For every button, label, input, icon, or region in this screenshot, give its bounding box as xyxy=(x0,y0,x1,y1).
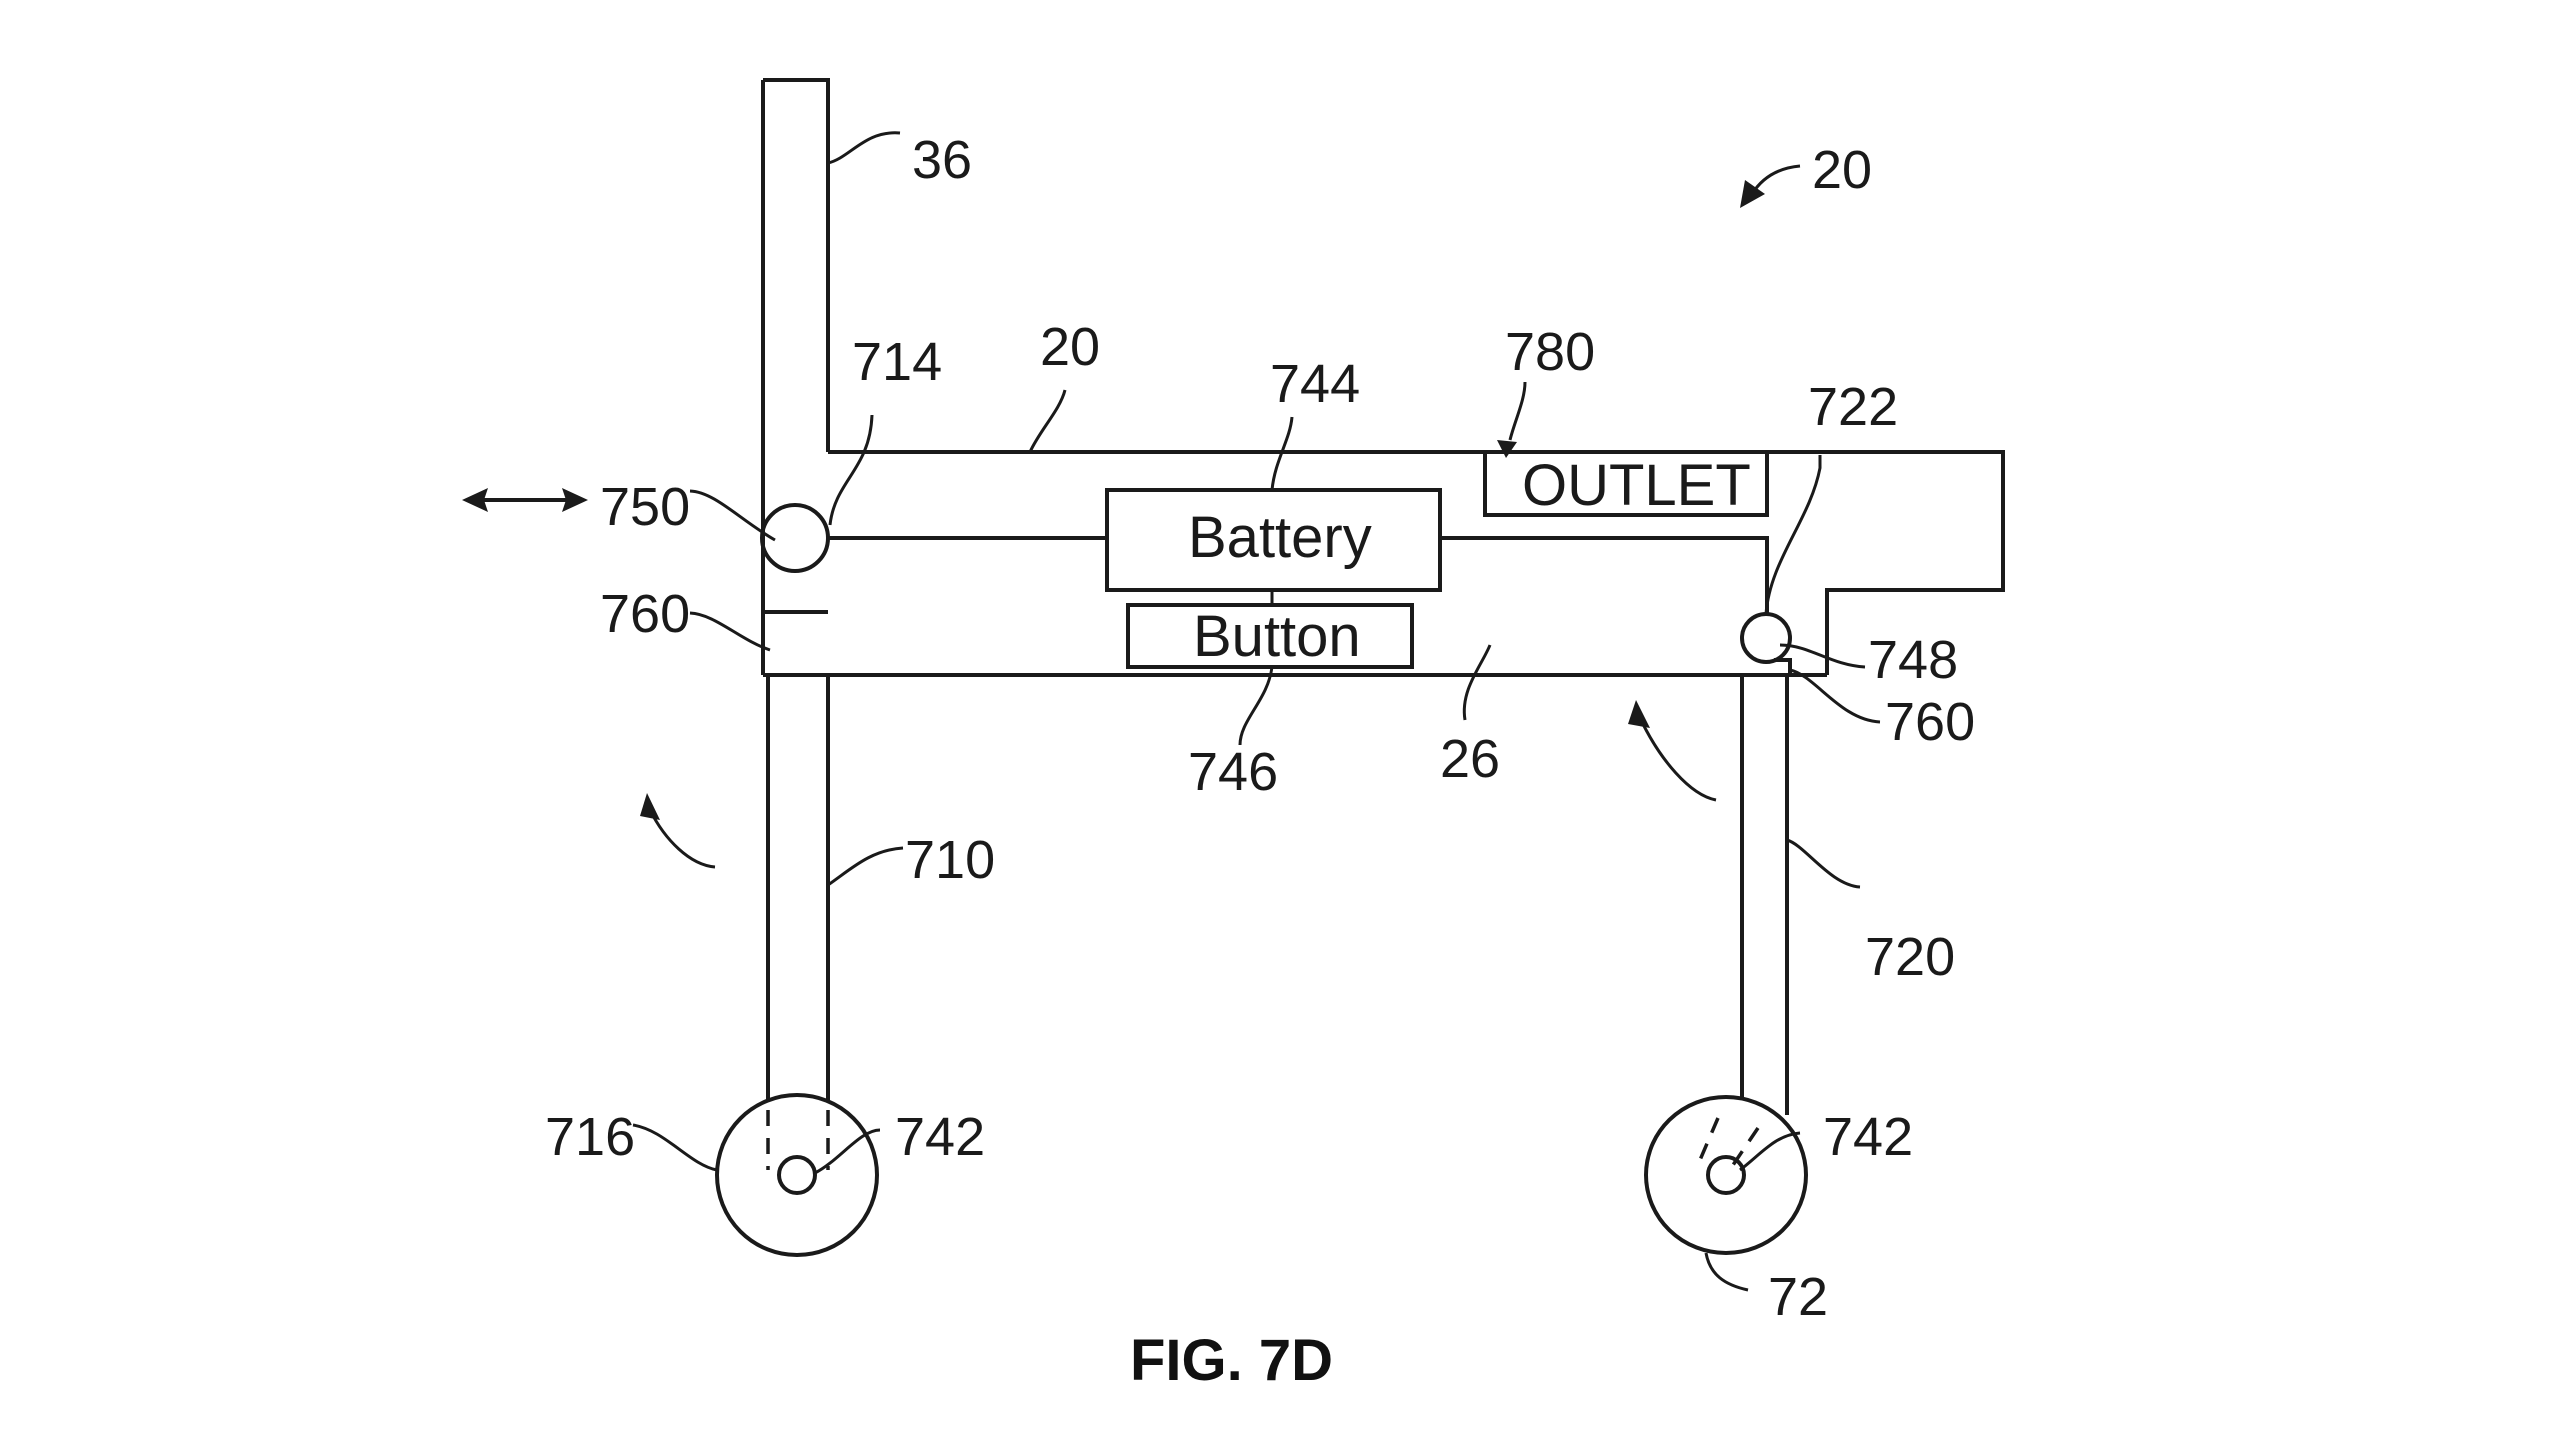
reference-numerals: 36 20 714 20 744 780 722 750 760 748 760… xyxy=(545,130,1975,1327)
wheel-716 xyxy=(715,1093,879,1257)
outlet-box: OUTLET xyxy=(1483,452,1769,518)
ref-26: 26 xyxy=(1440,729,1500,789)
ref-780: 780 xyxy=(1505,322,1595,382)
outlet-label: OUTLET xyxy=(1522,453,1751,518)
ref-716: 716 xyxy=(545,1107,635,1167)
ref-746: 746 xyxy=(1188,742,1278,802)
outlet-pointer-arrow-icon xyxy=(1497,381,1527,458)
button-box: Button xyxy=(1126,603,1414,669)
ref-748: 748 xyxy=(1868,630,1958,690)
ref-714: 714 xyxy=(852,332,942,392)
ref-760-right: 760 xyxy=(1885,692,1975,752)
ref-20-assembly: 20 xyxy=(1812,140,1872,200)
ref-710: 710 xyxy=(905,830,995,890)
hinge-750 xyxy=(760,503,830,573)
axle-742-right xyxy=(1706,1155,1746,1195)
ref-744: 744 xyxy=(1270,354,1360,414)
ref-20-platform: 20 xyxy=(1040,317,1100,377)
ref-36: 36 xyxy=(912,130,972,190)
curved-arrow-right-icon xyxy=(1628,700,1717,802)
ref-742-left: 742 xyxy=(895,1107,985,1167)
platform-body xyxy=(763,450,2005,677)
leader-lines xyxy=(632,131,1881,1292)
leg-720 xyxy=(1698,675,1789,1166)
button-label: Button xyxy=(1193,604,1361,669)
wheel-72 xyxy=(1644,1095,1808,1255)
ref-722: 722 xyxy=(1808,377,1898,437)
curved-arrow-left-icon xyxy=(640,793,716,869)
ref-720: 720 xyxy=(1865,927,1955,987)
battery-label: Battery xyxy=(1188,505,1372,570)
double-arrow-horizontal-icon xyxy=(462,488,588,512)
post-36 xyxy=(761,78,830,675)
ref-760-left: 760 xyxy=(600,584,690,644)
axle-742-left xyxy=(777,1155,817,1195)
battery-box: Battery xyxy=(1105,488,1442,592)
assembly-pointer-arrow-icon xyxy=(1740,164,1801,208)
ref-72: 72 xyxy=(1768,1267,1828,1327)
ref-750: 750 xyxy=(600,477,690,537)
figure-caption: FIG. 7D xyxy=(1130,1328,1333,1393)
wiring xyxy=(828,536,1769,614)
leg-710 xyxy=(766,675,830,1170)
ref-742-right: 742 xyxy=(1823,1107,1913,1167)
